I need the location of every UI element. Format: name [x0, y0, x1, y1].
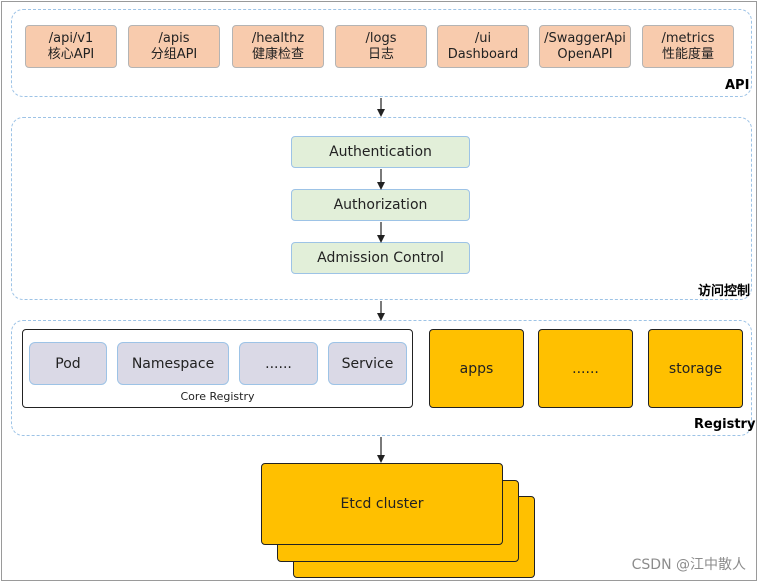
registry-group-label: Registry	[694, 417, 756, 432]
access-control-group	[11, 117, 752, 300]
api-desc: 日志	[367, 46, 394, 62]
core-item-namespace: Namespace	[117, 342, 229, 385]
access-control-label: 访问控制	[698, 284, 751, 299]
registry-storage-box: storage	[648, 329, 743, 408]
registry-apps-box: apps	[429, 329, 524, 408]
admission-control-box: Admission Control	[291, 242, 470, 274]
api-path: /ui	[474, 30, 492, 46]
api-desc: 核心API	[47, 46, 95, 62]
api-path: /apis	[158, 30, 190, 46]
etcd-cluster-box: Etcd cluster	[261, 463, 503, 545]
api-endpoint-api-v1: /api/v1 核心API	[25, 25, 117, 68]
api-endpoint-swagger: /SwaggerApi OpenAPI	[539, 25, 631, 68]
api-path: /healthz	[251, 30, 305, 46]
api-endpoint-healthz: /healthz 健康检查	[232, 25, 324, 68]
api-desc: OpenAPI	[557, 46, 613, 62]
authentication-box: Authentication	[291, 136, 470, 168]
etcd-cluster-label: Etcd cluster	[340, 496, 424, 512]
api-desc: 健康检查	[251, 46, 304, 62]
core-registry-label: Core Registry	[180, 390, 255, 403]
watermark: CSDN @江中散人	[631, 557, 746, 573]
api-endpoint-ui: /ui Dashboard	[437, 25, 529, 68]
core-item-service: Service	[328, 342, 407, 385]
api-path: /api/v1	[48, 30, 94, 46]
api-desc: Dashboard	[447, 46, 519, 62]
api-endpoint-logs: /logs 日志	[335, 25, 427, 68]
core-item-ellipsis: ......	[239, 342, 318, 385]
api-group	[11, 9, 752, 97]
api-group-label: API	[725, 78, 750, 93]
registry-ellipsis-box: ......	[538, 329, 633, 408]
api-path: /logs	[365, 30, 397, 46]
api-desc: 分组API	[150, 46, 198, 62]
api-path: /metrics	[661, 30, 715, 46]
api-desc: 性能度量	[661, 46, 714, 62]
api-path: /SwaggerApi	[544, 30, 626, 46]
api-endpoint-metrics: /metrics 性能度量	[642, 25, 734, 68]
core-item-pod: Pod	[29, 342, 107, 385]
api-endpoint-apis: /apis 分组API	[128, 25, 220, 68]
